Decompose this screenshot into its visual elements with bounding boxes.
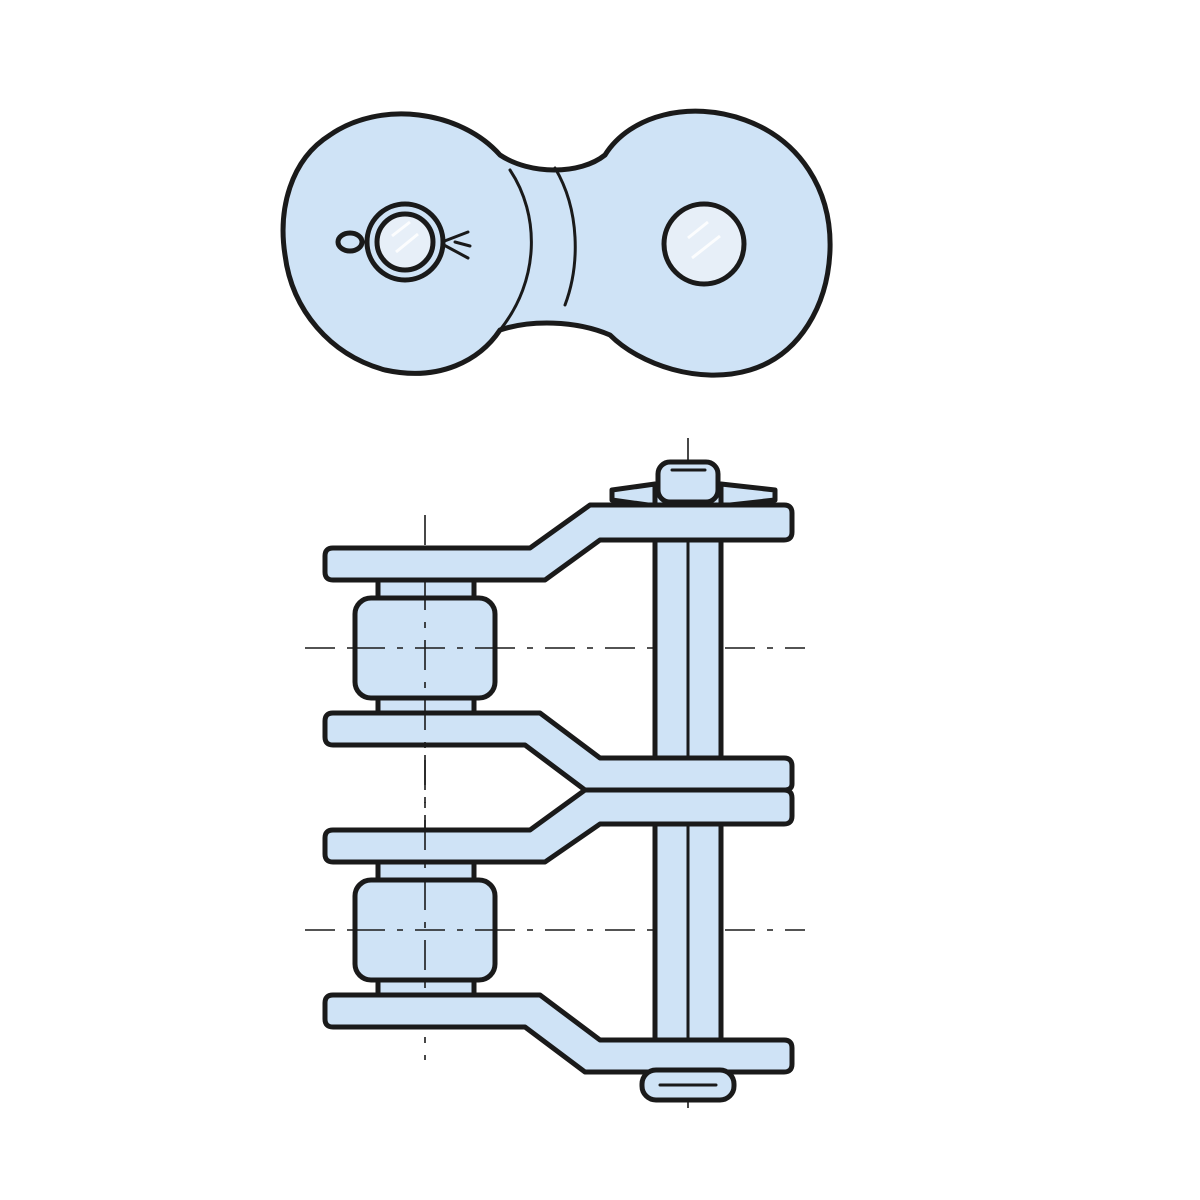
roller-upper bbox=[352, 577, 498, 717]
pin-bottom-head bbox=[639, 1067, 737, 1103]
center-lines-front bbox=[355, 580, 495, 1000]
cotter-pin-icon bbox=[335, 230, 472, 260]
front-view bbox=[305, 438, 805, 1108]
top-view bbox=[280, 108, 833, 378]
cotter-pin-top-icon bbox=[609, 481, 778, 509]
plate-bend-line-left bbox=[498, 168, 533, 332]
cotter-pin-hole bbox=[364, 201, 446, 283]
outer-plate-top bbox=[322, 502, 795, 583]
inner-plate-lower bbox=[322, 787, 795, 865]
plate-bend-line-right bbox=[553, 166, 577, 307]
offset-link-plate bbox=[280, 108, 833, 378]
pin-top-head bbox=[655, 459, 721, 505]
outer-plate-bottom bbox=[322, 992, 795, 1075]
plain-pin-hole bbox=[661, 201, 747, 287]
